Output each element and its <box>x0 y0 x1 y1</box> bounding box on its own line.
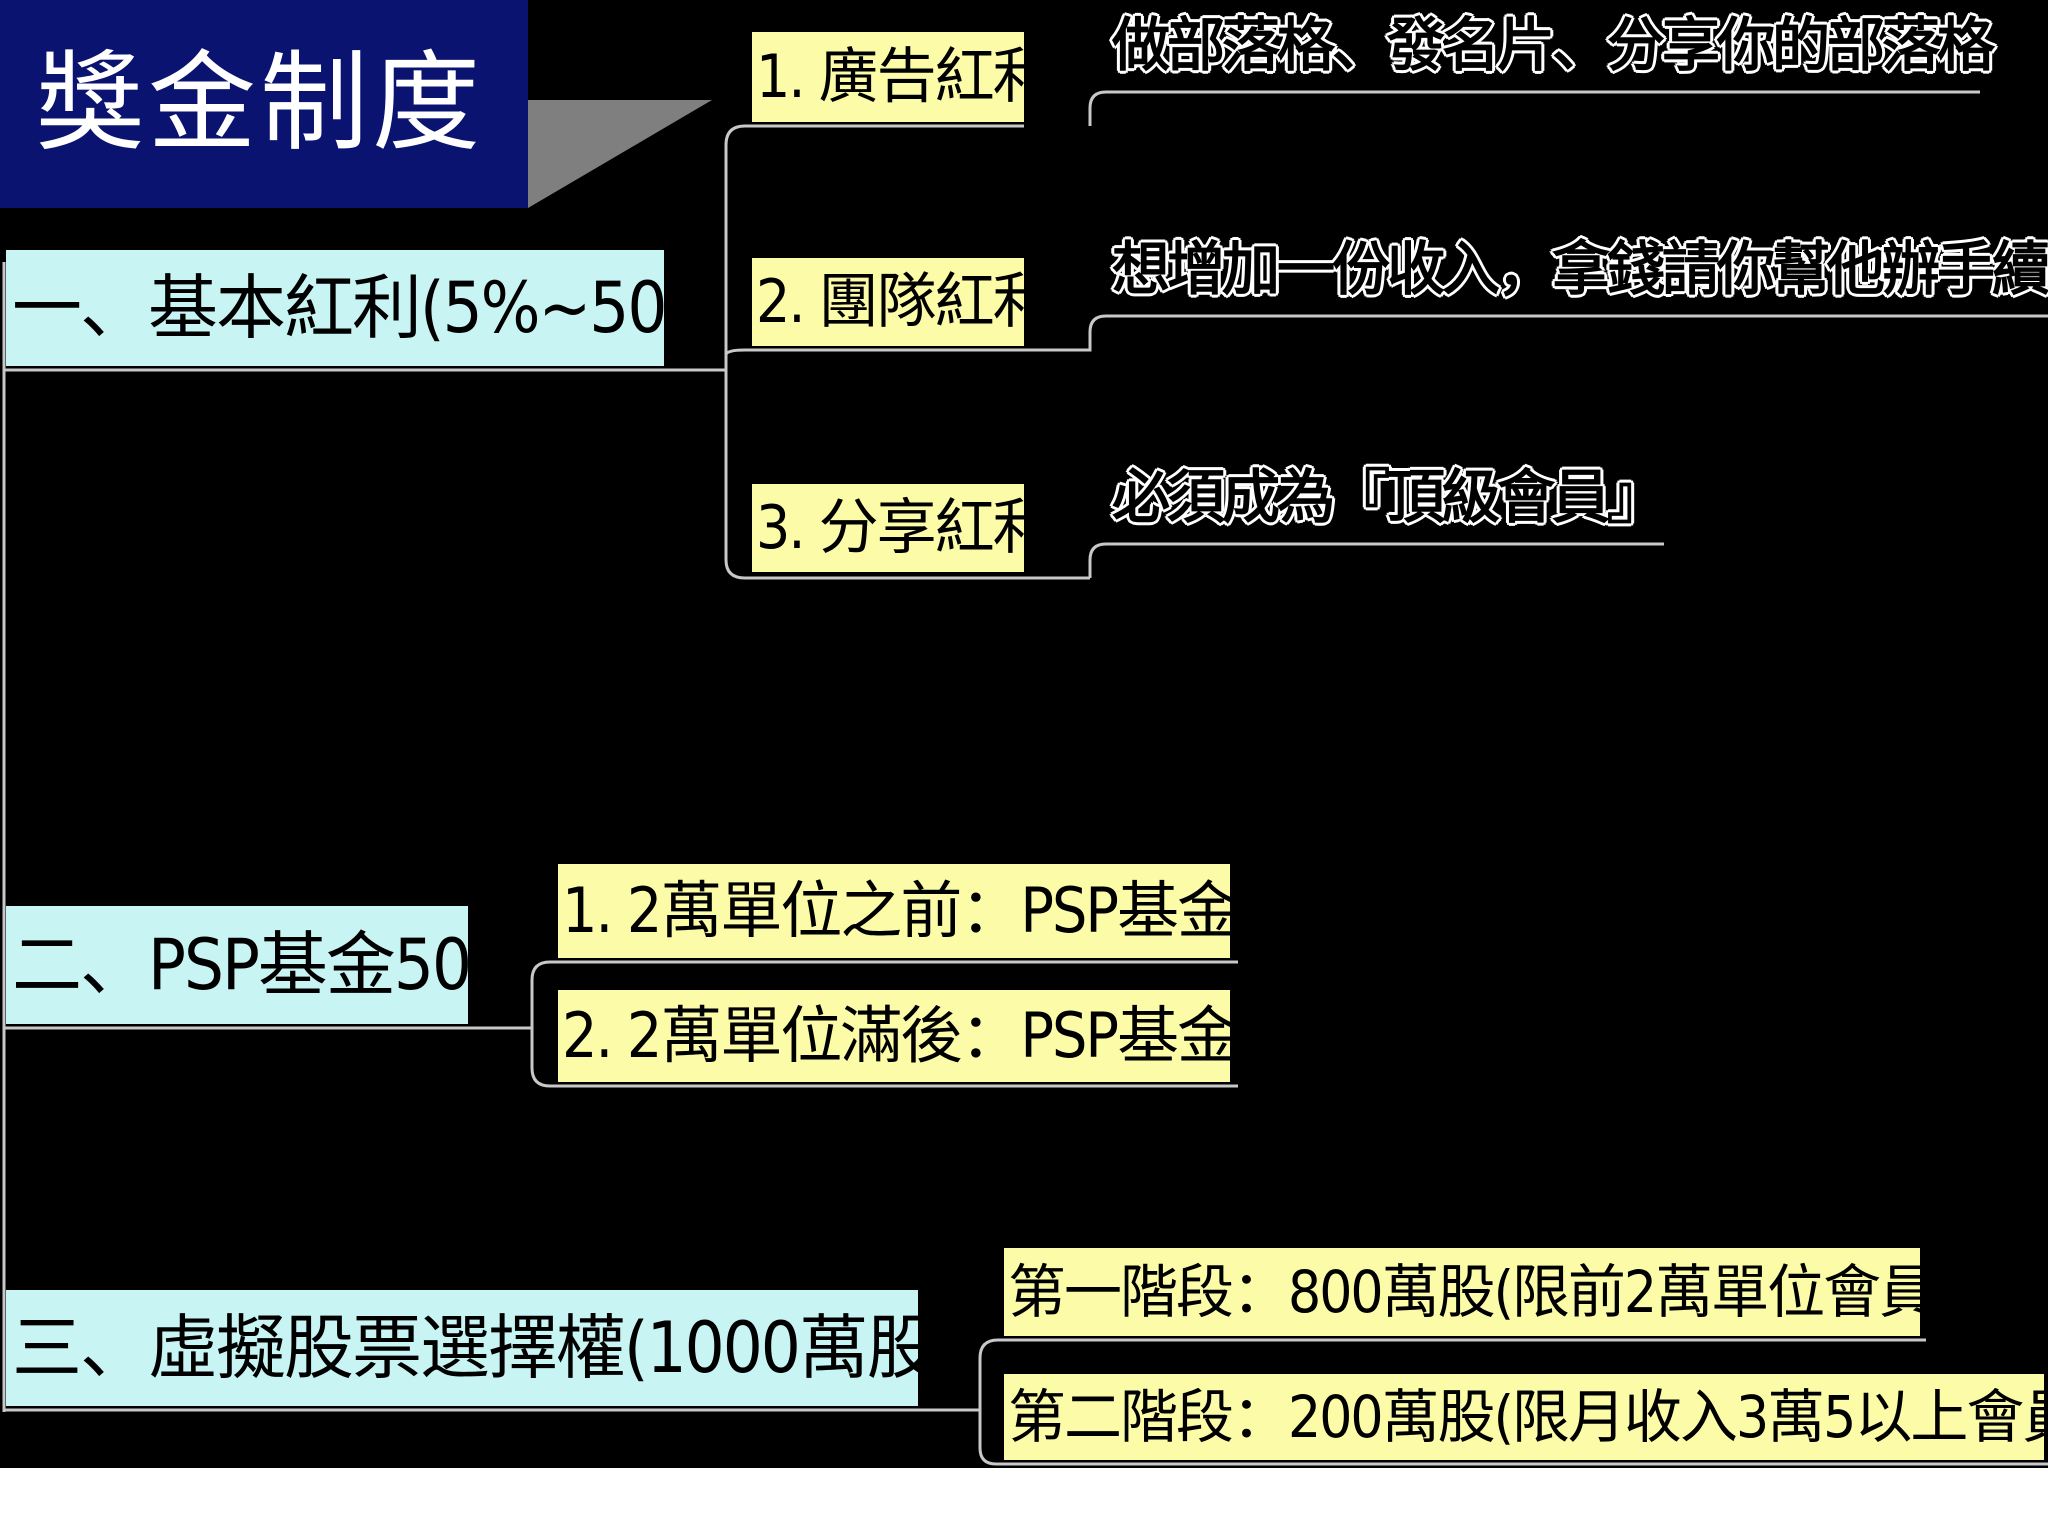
category-psp-fund: 二、PSP基金50% <box>6 906 530 1024</box>
page-title: 獎金制度 <box>0 0 528 208</box>
item-stage-one: 第一階段：800萬股(限前2萬單位會員) <box>1004 1248 1956 1336</box>
item-team-bonus: 2. 團隊紅利 <box>752 258 1053 346</box>
item-psp-after: 2. 2萬單位滿後：PSP基金25% <box>558 990 1357 1082</box>
category-virtual-stock-options: 三、虛擬股票選擇權(1000萬股) <box>6 1290 959 1406</box>
note-team-bonus: 想增加一份收入，拿錢請你幫他辦手續 <box>1112 235 2048 303</box>
note-ad-bonus: 做部落格、發名片、分享你的部落格 <box>1112 11 1995 79</box>
item-stage-two: 第二階段：200萬股(限月收入3萬5以上會員) <box>1004 1374 2048 1460</box>
section-3-bracket <box>978 1338 2048 1466</box>
note-share-bonus: 必須成為『頂級會員』 <box>1112 463 1665 531</box>
title-pointer <box>528 100 712 208</box>
item-share-bonus: 3. 分享紅利 <box>752 484 1053 572</box>
slide-background <box>0 0 2048 1468</box>
section-2-bracket <box>530 960 1238 1088</box>
item-psp-before: 1. 2萬單位之前：PSP基金50% <box>558 864 1357 958</box>
note-1-underline <box>1088 90 1980 126</box>
note-3-underline <box>1088 542 1664 578</box>
item-ad-bonus: 1. 廣告紅利 <box>752 32 1053 122</box>
category-basic-bonus: 一、基本紅利(5%~50%) <box>6 250 748 366</box>
note-2-underline <box>1024 314 2048 352</box>
section-1-bracket <box>724 124 1090 580</box>
